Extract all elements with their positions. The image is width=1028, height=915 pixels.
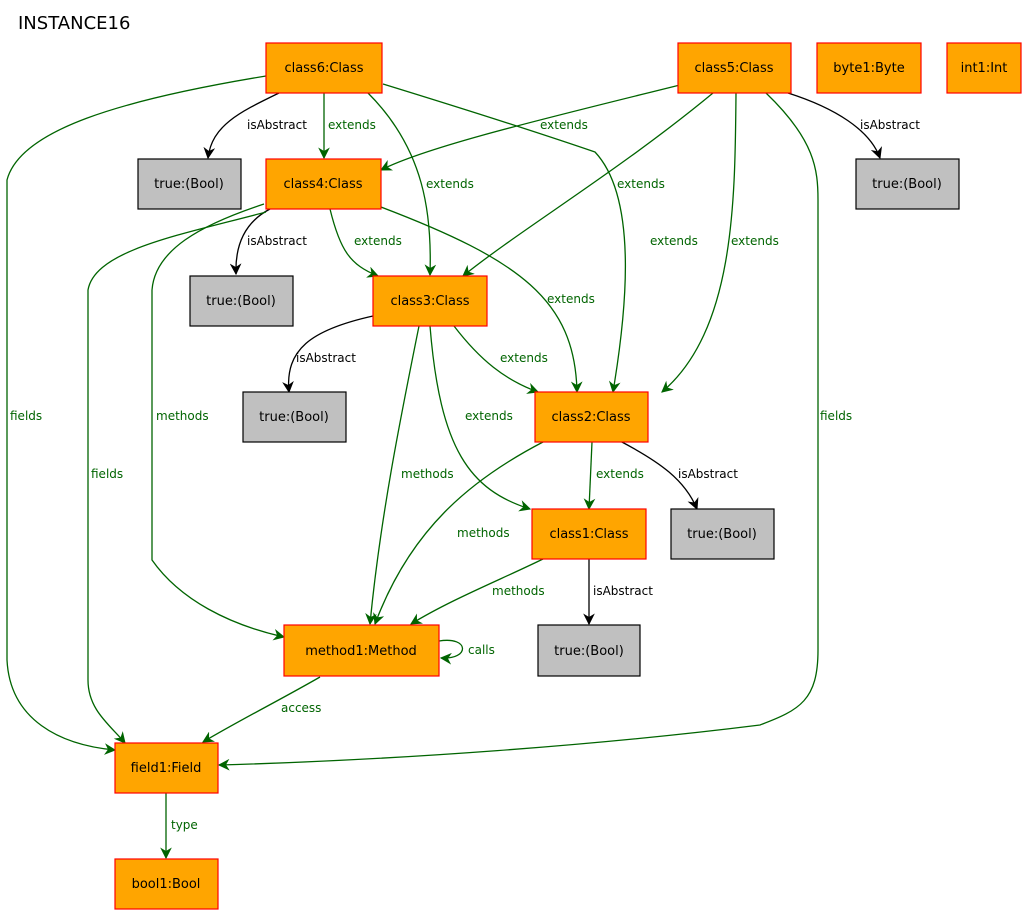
edge-class2-extends-class1 xyxy=(583,441,596,511)
edge-class2-isabstract xyxy=(619,440,699,511)
edge-class2-methods-method1 xyxy=(373,441,544,626)
edge-class3-extends-class2 xyxy=(453,325,540,394)
edge-class6-extends-class2 xyxy=(382,83,627,394)
edge-class3-isabstract xyxy=(282,315,374,394)
edge-class3-methods-method1 xyxy=(365,325,420,626)
edge-class4-extends-class3 xyxy=(329,208,380,278)
node-class3-label: class3:Class xyxy=(390,294,469,309)
edge-class5-extends-class4 xyxy=(379,79,701,171)
label-class4-extends-class2: extends xyxy=(547,292,595,306)
label-class4-extends-class3: extends xyxy=(354,234,402,248)
node-byte1-label: byte1:Byte xyxy=(833,61,904,76)
node-true-class1-label: true:(Bool) xyxy=(554,644,624,659)
label-class4-methods: methods xyxy=(156,409,209,423)
label-class3-methods: methods xyxy=(401,467,454,481)
node-int1[interactable]: int1:Int xyxy=(946,42,1022,94)
edge-method1-calls-self xyxy=(438,639,464,665)
node-true-class2[interactable]: true:(Bool) xyxy=(670,508,775,560)
label-class6-fields: fields xyxy=(10,409,42,423)
node-class6-label: class6:Class xyxy=(284,61,363,76)
node-true-class5[interactable]: true:(Bool) xyxy=(855,158,960,210)
edge-class5-fields-field1 xyxy=(217,92,819,771)
edge-class4-methods-method1 xyxy=(151,203,286,641)
edge-class5-extends-class2 xyxy=(661,92,737,393)
label-class5-extends-class2: extends xyxy=(731,234,779,248)
node-true-class4[interactable]: true:(Bool) xyxy=(189,275,294,327)
node-class4[interactable]: class4:Class xyxy=(265,158,382,210)
label-method1-calls: calls xyxy=(468,643,495,657)
node-true-class4-label: true:(Bool) xyxy=(206,294,276,309)
label-field1-type: type xyxy=(171,818,198,832)
label-class5-extends-class3: extends xyxy=(617,177,665,191)
node-class2[interactable]: class2:Class xyxy=(534,391,649,443)
node-class3[interactable]: class3:Class xyxy=(372,275,488,327)
node-method1[interactable]: method1:Method xyxy=(283,624,440,677)
edge-class4-fields-field1 xyxy=(87,211,267,744)
node-true-class3[interactable]: true:(Bool) xyxy=(242,391,347,443)
label-class3-extends-class2: extends xyxy=(500,351,548,365)
label-class3-extends-class1: extends xyxy=(465,409,513,423)
edge-class4-extends-class2 xyxy=(380,206,583,394)
node-field1[interactable]: field1:Field xyxy=(114,742,219,794)
node-bool1[interactable]: bool1:Bool xyxy=(114,858,219,910)
label-class6-extends-class4: extends xyxy=(328,118,376,132)
node-class5-label: class5:Class xyxy=(694,61,773,76)
label-method1-access: access xyxy=(281,701,321,715)
node-true-class1[interactable]: true:(Bool) xyxy=(537,624,641,677)
node-true-class6-label: true:(Bool) xyxy=(154,177,224,192)
node-class6[interactable]: class6:Class xyxy=(265,42,383,94)
label-class5-isabstract: isAbstract xyxy=(860,118,920,132)
edge-class6-fields-field1 xyxy=(6,75,267,755)
edge-class5-isabstract xyxy=(787,92,882,160)
label-class6-extends-class2: extends xyxy=(650,234,698,248)
diagram-title: INSTANCE16 xyxy=(18,13,130,34)
label-class5-extends-class4: extends xyxy=(540,118,588,132)
node-true-class3-label: true:(Bool) xyxy=(259,410,329,425)
edge-class5-extends-class3 xyxy=(462,92,714,277)
label-class4-isabstract: isAbstract xyxy=(247,234,307,248)
edge-class6-extends-class3 xyxy=(367,92,437,277)
node-class1[interactable]: class1:Class xyxy=(531,508,647,560)
label-class6-isabstract: isAbstract xyxy=(247,118,307,132)
node-bool1-label: bool1:Bool xyxy=(132,877,201,892)
label-class4-fields: fields xyxy=(91,467,123,481)
node-int1-label: int1:Int xyxy=(961,61,1008,76)
label-class1-methods: methods xyxy=(492,584,545,598)
node-true-class2-label: true:(Bool) xyxy=(687,527,757,542)
node-class5[interactable]: class5:Class xyxy=(677,42,792,94)
label-class2-isabstract: isAbstract xyxy=(678,467,738,481)
node-byte1[interactable]: byte1:Byte xyxy=(816,42,922,94)
node-class4-label: class4:Class xyxy=(283,177,362,192)
node-class1-label: class1:Class xyxy=(549,527,628,542)
edge-class3-extends-class1 xyxy=(429,325,532,512)
edge-class6-isabstract xyxy=(203,92,280,160)
label-class3-isabstract: isAbstract xyxy=(296,351,356,365)
node-true-class5-label: true:(Bool) xyxy=(872,177,942,192)
label-class5-fields: fields xyxy=(820,409,852,423)
label-class6-extends-class3: extends xyxy=(426,177,474,191)
node-class2-label: class2:Class xyxy=(551,410,630,425)
node-method1-label: method1:Method xyxy=(305,644,417,659)
edge-class1-methods-method1 xyxy=(410,558,544,625)
label-class1-isabstract: isAbstract xyxy=(593,584,653,598)
label-class2-methods: methods xyxy=(457,526,510,540)
node-field1-label: field1:Field xyxy=(131,761,202,776)
edge-method1-access-field1 xyxy=(201,676,321,743)
label-class2-extends-class1: extends xyxy=(596,467,644,481)
node-true-class6[interactable]: true:(Bool) xyxy=(137,158,242,210)
